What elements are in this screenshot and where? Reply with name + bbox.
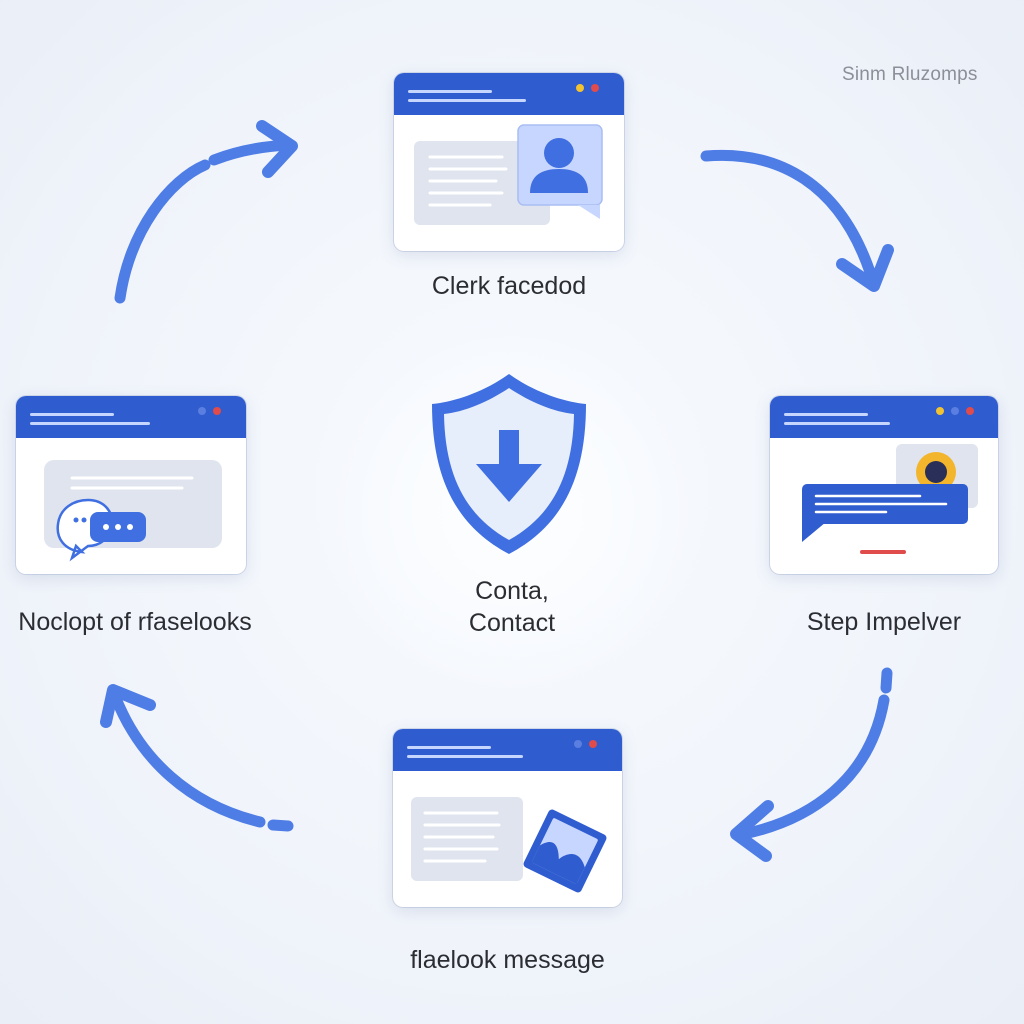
window-dot — [966, 407, 974, 415]
node-label-top: Clerk facedod — [431, 272, 587, 300]
message-lines — [814, 494, 948, 514]
center-label-line2: Contact — [468, 609, 556, 637]
center-label-line1: Conta, — [475, 577, 549, 605]
browser-window — [394, 73, 624, 251]
center-label: Conta, Contact — [412, 575, 612, 639]
window-dot — [951, 407, 959, 415]
window-content — [411, 797, 607, 893]
text-lines — [428, 155, 508, 207]
photo-icon — [523, 809, 607, 893]
bar-text-line — [30, 422, 150, 425]
window-dot — [213, 407, 221, 415]
node-label-right: Step Impelver — [806, 608, 962, 636]
bar-text-line — [407, 755, 523, 758]
bar-text-line — [784, 413, 868, 416]
browser-window — [770, 396, 998, 574]
bar-text-line — [408, 99, 526, 102]
window-dot — [589, 740, 597, 748]
browser-window — [393, 729, 622, 907]
bar-text-line — [408, 90, 492, 93]
bar-text-line — [407, 746, 491, 749]
user-avatar-icon — [530, 138, 588, 193]
shield-download-icon — [432, 374, 586, 554]
window-title-bar — [770, 396, 998, 438]
window-content — [802, 444, 978, 554]
card-tail — [578, 205, 600, 219]
window-title-bar — [393, 729, 622, 771]
node-label-left: Noclopt of rfaselooks — [18, 608, 252, 636]
browser-window — [16, 396, 246, 574]
profile-message-icon — [916, 452, 956, 492]
text-lines — [70, 476, 194, 490]
window-dot — [936, 407, 944, 415]
window-title-bar — [16, 396, 246, 438]
text-lines — [423, 811, 501, 863]
content-panel — [411, 797, 523, 881]
bar-text-line — [30, 413, 114, 416]
node-label-bottom: flaelook message — [410, 946, 605, 974]
arrow-icon — [100, 684, 294, 832]
watermark-text: Sinm Rluzomps — [842, 64, 978, 85]
arrow-icon — [730, 667, 893, 862]
bar-text-line — [784, 422, 890, 425]
window-content — [44, 460, 222, 562]
window-dot — [574, 740, 582, 748]
window-content — [414, 124, 603, 225]
window-dot — [198, 407, 206, 415]
chat-bubble-icon — [56, 498, 146, 562]
bubble-tail — [802, 516, 826, 542]
arrow-icon — [114, 120, 298, 304]
window-dot — [591, 84, 599, 92]
window-title-bar — [394, 73, 624, 115]
arrow-icon — [700, 149, 894, 292]
window-dot — [576, 84, 584, 92]
